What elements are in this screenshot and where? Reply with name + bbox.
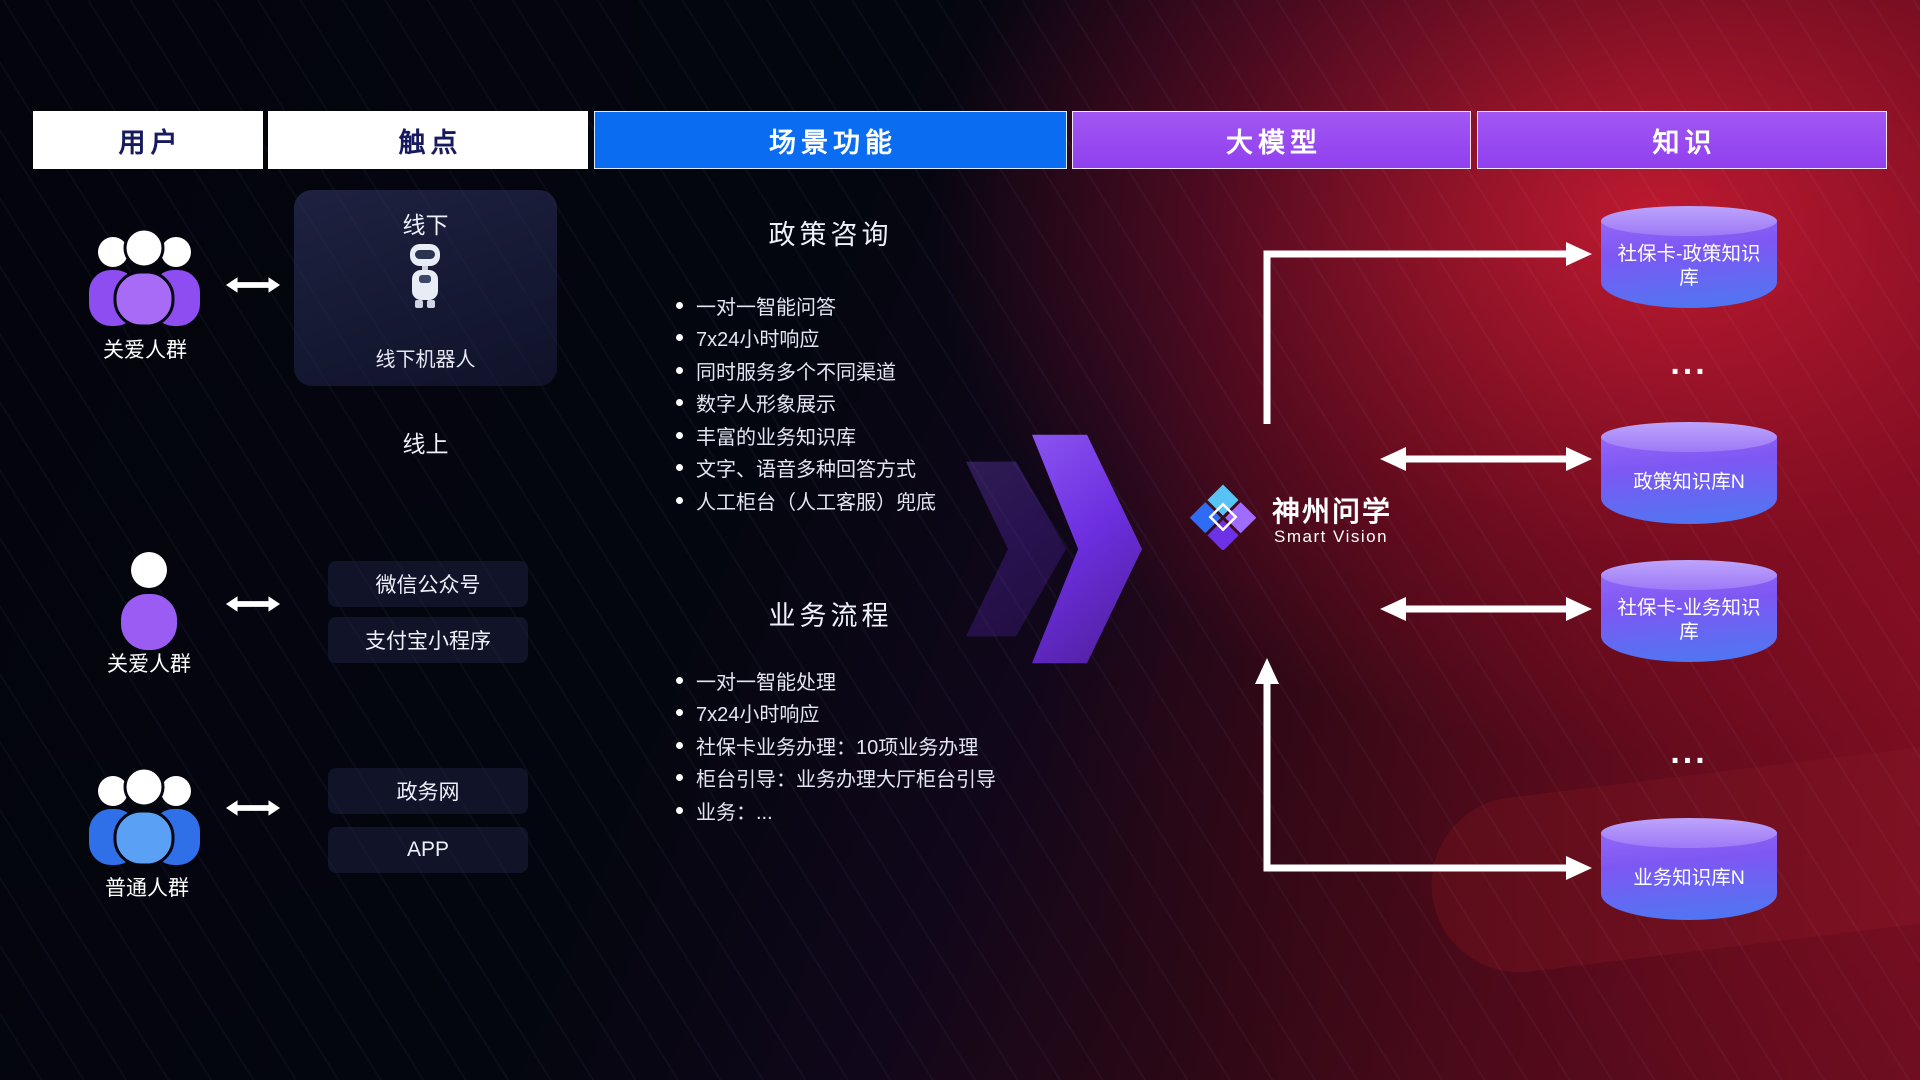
- single-person-purple-icon: [121, 552, 177, 650]
- double-arrow-icon: [225, 800, 281, 816]
- list-item: 一对一智能处理: [676, 664, 996, 697]
- user-group-label: 关爱人群: [107, 653, 191, 676]
- offline-robot-label: 线下机器人: [375, 349, 476, 371]
- diamond-logo-icon: [1190, 484, 1256, 550]
- group-people-purple-icon: [89, 227, 200, 326]
- channel-alipay-miniapp: 支付宝小程序: [328, 617, 528, 663]
- ellipsis-more-kb: ...: [1670, 344, 1708, 382]
- db-cylinder-top: [1601, 560, 1777, 590]
- bullet-dot: [676, 741, 683, 749]
- list-item: 7x24小时响应: [676, 322, 936, 355]
- list-item-text: 7x24小时响应: [696, 329, 820, 352]
- scenario-policy-list: 一对一智能问答 7x24小时响应 同时服务多个不同渠道 数字人形象展示 丰富的业…: [676, 289, 936, 517]
- list-item: 文字、语音多种回答方式: [676, 452, 936, 485]
- ellipsis-more-kb: ...: [1670, 733, 1708, 771]
- channel-wechat: 微信公众号: [328, 561, 528, 607]
- db-cylinder-top: [1601, 206, 1777, 236]
- double-arrow-icon: [225, 277, 281, 293]
- user-group-label: 关爱人群: [103, 339, 187, 362]
- db-cylinder-top: [1601, 422, 1777, 452]
- header-scenario-functions: 场景功能: [594, 111, 1067, 169]
- list-item-text: 一对一智能问答: [696, 296, 836, 319]
- list-item-text: 数字人形象展示: [696, 394, 836, 417]
- bullet-dot: [676, 676, 683, 684]
- list-item-text: 文字、语音多种回答方式: [696, 459, 916, 482]
- db-policy-kb-n: 政策知识库N: [1601, 422, 1777, 524]
- bullet-dot: [676, 709, 683, 717]
- list-item: 一对一智能问答: [676, 289, 936, 322]
- model-name: 神州问学: [1272, 496, 1393, 527]
- list-item-text: 柜台引导：业务办理大厅柜台引导: [696, 769, 996, 792]
- list-item-text: 业务：...: [696, 801, 773, 824]
- bullet-dot: [676, 399, 683, 407]
- group-people-blue-icon: [89, 766, 200, 865]
- list-item: 7x24小时响应: [676, 697, 996, 730]
- list-item: 数字人形象展示: [676, 387, 936, 420]
- online-label: 线上: [402, 431, 449, 457]
- bullet-dot: [676, 774, 683, 782]
- list-item: 社保卡业务办理：10项业务办理: [676, 729, 996, 762]
- channel-app: APP: [328, 827, 528, 873]
- header-users: 用户: [33, 111, 263, 169]
- db-business-kb-n: 业务知识库N: [1601, 818, 1777, 920]
- bullet-dot: [676, 431, 683, 439]
- user-group-label: 普通人群: [105, 877, 189, 900]
- offline-label: 线下: [402, 212, 449, 238]
- bullet-dot: [676, 366, 683, 374]
- list-item-text: 一对一智能处理: [696, 671, 836, 694]
- bullet-dot: [676, 806, 683, 814]
- list-item-text: 7x24小时响应: [696, 704, 820, 727]
- bullet-dot: [676, 464, 683, 472]
- list-item: 丰富的业务知识库: [676, 419, 936, 452]
- list-item: 业务：...: [676, 794, 996, 827]
- list-item-text: 人工柜台（人工客服）兜底: [696, 491, 936, 514]
- db-shebao-business-kb: 社保卡-业务知识库: [1601, 560, 1777, 662]
- list-item-text: 社保卡业务办理：10项业务办理: [696, 736, 979, 759]
- db-label: 业务知识库N: [1633, 866, 1745, 889]
- header-large-model: 大模型: [1072, 111, 1471, 169]
- db-label: 社保卡-业务知识库: [1617, 596, 1761, 643]
- channel-gov-web: 政务网: [328, 768, 528, 814]
- list-item: 同时服务多个不同渠道: [676, 354, 936, 387]
- db-label: 政策知识库N: [1633, 470, 1745, 493]
- robot-icon: [410, 244, 440, 308]
- scenario-title-business: 业务流程: [768, 601, 893, 631]
- bullet-dot: [676, 496, 683, 504]
- offline-touchpoint-card: 线下 线下机器人: [294, 190, 557, 386]
- bullet-dot: [676, 301, 683, 309]
- db-label: 社保卡-政策知识库: [1617, 242, 1761, 289]
- list-item: 柜台引导：业务办理大厅柜台引导: [676, 762, 996, 795]
- db-shebao-policy-kb: 社保卡-政策知识库: [1601, 206, 1777, 308]
- scenario-business-list: 一对一智能处理 7x24小时响应 社保卡业务办理：10项业务办理 柜台引导：业务…: [676, 664, 996, 827]
- header-touchpoints: 触点: [268, 111, 588, 169]
- model-subtitle: Smart Vision: [1274, 527, 1389, 546]
- list-item-text: 丰富的业务知识库: [696, 426, 856, 449]
- list-item: 人工柜台（人工客服）兜底: [676, 484, 936, 517]
- db-cylinder-top: [1601, 818, 1777, 848]
- scenario-title-policy: 政策咨询: [768, 220, 893, 250]
- header-knowledge: 知识: [1477, 111, 1887, 169]
- double-arrow-icon: [225, 596, 281, 612]
- bullet-dot: [676, 334, 683, 342]
- list-item-text: 同时服务多个不同渠道: [696, 361, 896, 384]
